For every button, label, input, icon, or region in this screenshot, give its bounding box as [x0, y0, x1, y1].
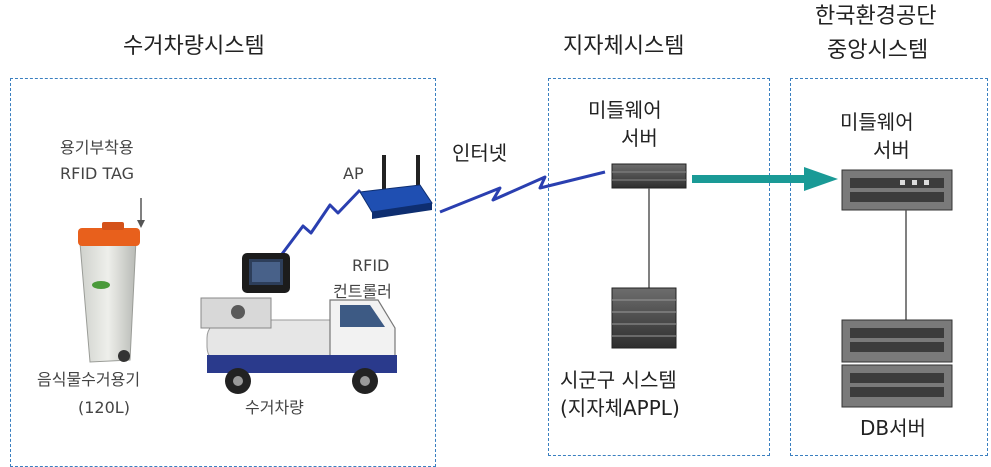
central-system-title-line1: 한국환경공단 [815, 4, 937, 29]
rfid-tag-label-line2: RFID TAG [60, 164, 135, 183]
central-system-title-line2: 중앙시스템 [827, 38, 929, 63]
local-system-label-line2: (지자체APPL) [560, 396, 680, 420]
rfid-controller-icon [242, 253, 290, 293]
local-middleware-label-line2: 서버 [621, 126, 658, 150]
garbage-truck-icon [200, 297, 397, 394]
ap-label: AP [343, 164, 364, 183]
rfid-controller-label-line2: 컨트롤러 [333, 282, 392, 301]
local-app-server-icon [611, 287, 677, 349]
local-system-title: 지자체시스템 [563, 34, 685, 59]
central-middleware-label-line2: 서버 [873, 138, 910, 162]
garbage-bin-icon [78, 222, 140, 363]
rfid-controller-label-line1: RFID [352, 256, 390, 275]
bin-label-line2: (120L) [78, 398, 130, 417]
local-middleware-label-line1: 미들웨어 [588, 98, 662, 122]
vehicle-system-title: 수거차량시스템 [123, 34, 265, 59]
tag-pointer-arrow-icon [137, 198, 145, 228]
central-system-box [790, 78, 988, 456]
local-system-box [548, 78, 770, 456]
truck-label: 수거차량 [245, 398, 304, 417]
local-middleware-server-icon [611, 163, 687, 189]
central-middleware-label-line1: 미들웨어 [840, 110, 914, 134]
internet-link-icon [439, 170, 606, 214]
wireless-link-icon [280, 188, 362, 255]
wireless-ap-icon [359, 155, 433, 219]
db-server-label: DB서버 [860, 416, 926, 440]
db-server-icon [841, 319, 953, 408]
rfid-tag-label-line1: 용기부착용 [60, 138, 134, 157]
internet-label: 인터넷 [452, 141, 508, 165]
bin-label-line1: 음식물수거용기 [37, 370, 141, 389]
local-system-label-line1: 시군구 시스템 [560, 368, 677, 392]
central-middleware-server-icon [841, 169, 953, 211]
arrow-right-icon [692, 167, 838, 191]
